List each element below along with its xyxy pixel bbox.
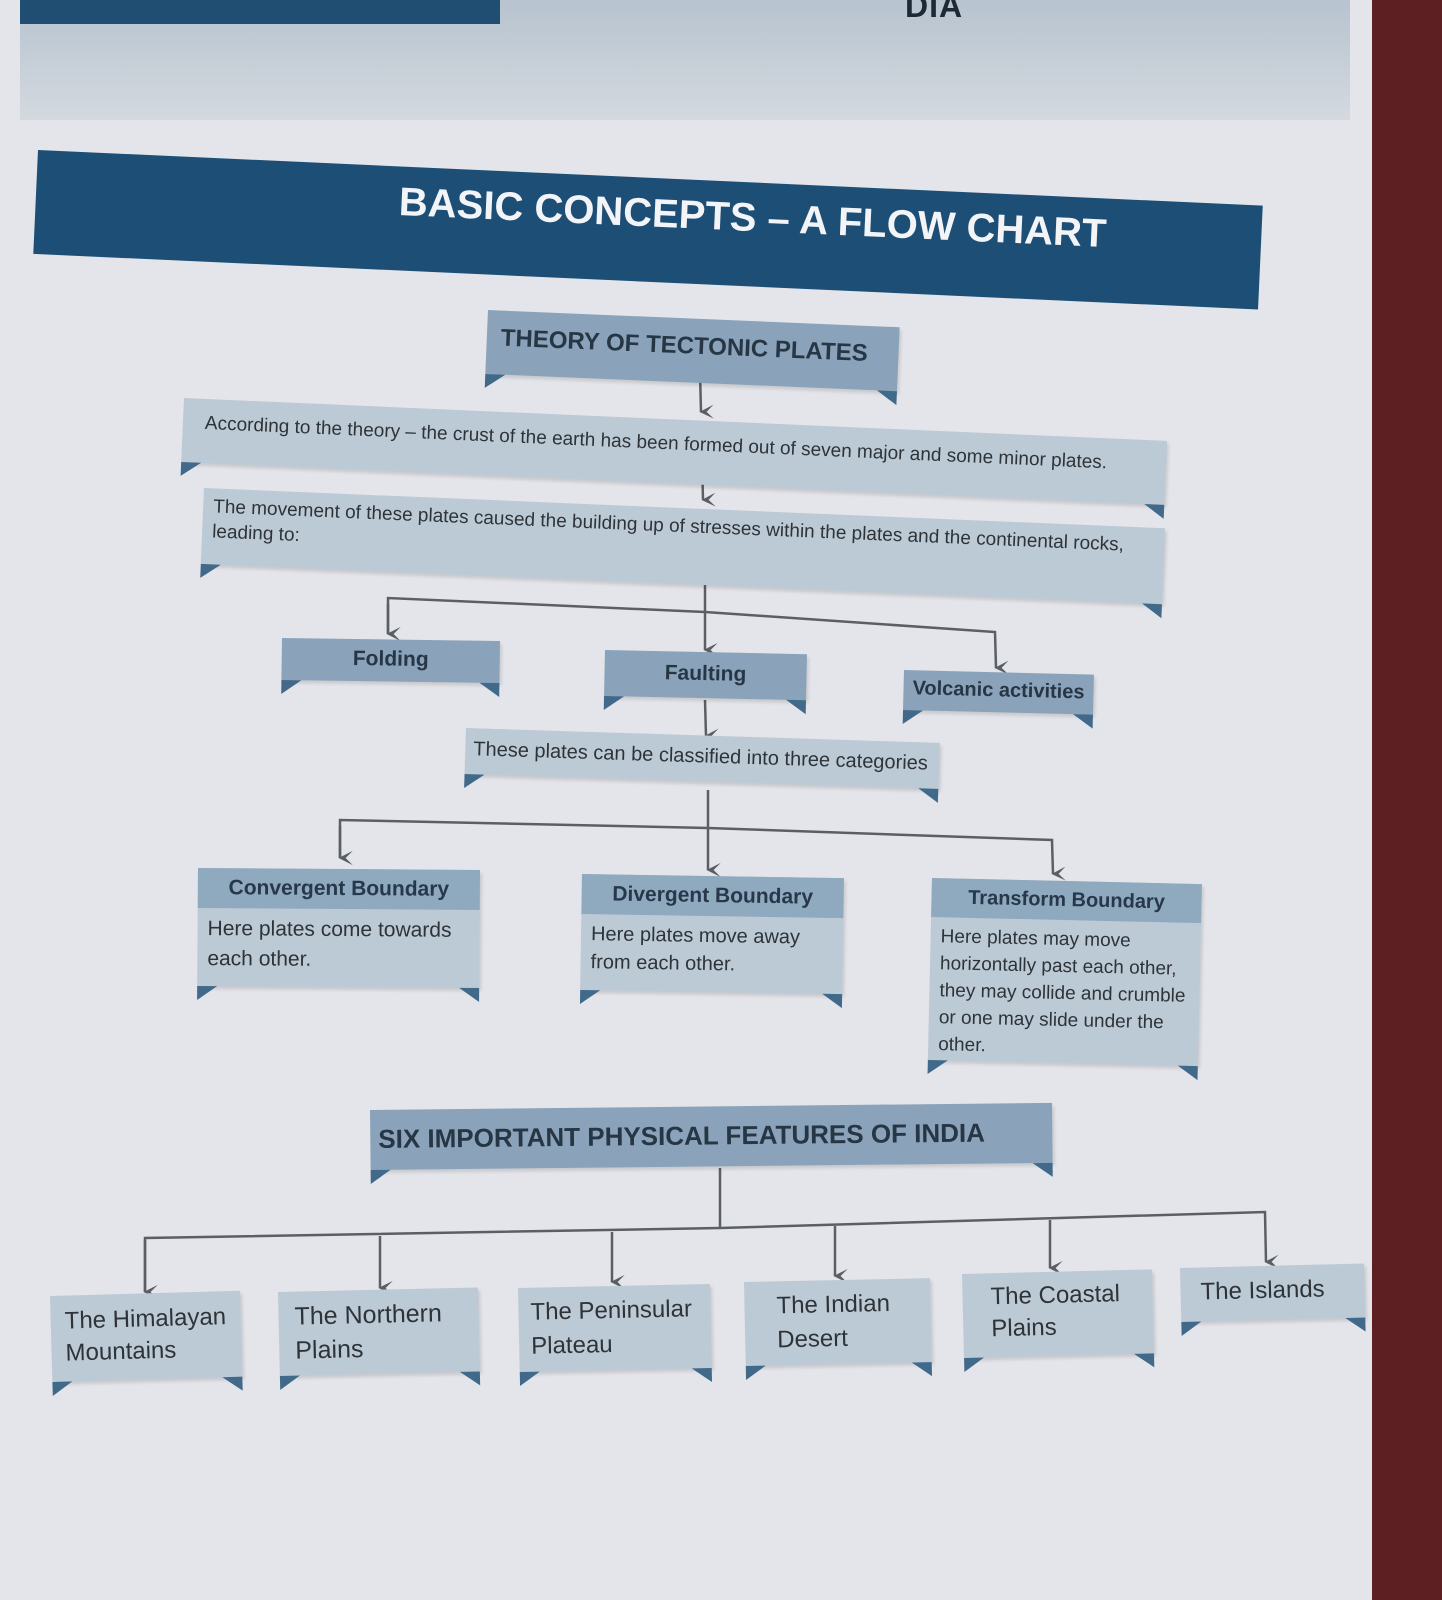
page-top-accent — [20, 0, 500, 24]
boundary-transform-title: Transform Boundary — [931, 878, 1202, 924]
boundary-divergent-desc: Here plates move away from each other. — [590, 923, 801, 976]
boundary-divergent-title: Divergent Boundary — [581, 874, 844, 919]
boundary-transform: Transform Boundary Here plates may move … — [927, 878, 1202, 1081]
feature-islands: The Islands — [1180, 1263, 1366, 1336]
feature-northern-label: The Northern Plains — [294, 1299, 443, 1365]
effect-folding: Folding — [281, 638, 500, 698]
feature-northern: The Northern Plains — [278, 1287, 481, 1390]
feature-himalayan-label: The Himalayan Mountains — [64, 1303, 227, 1367]
feature-peninsular: The Peninsular Plateau — [518, 1283, 713, 1386]
textbook-page: DIA BASIC CONCEPTS – A FLOW CHART — [0, 0, 1372, 1600]
features-root-box: SIX IMPORTANT PHYSICAL FEATURES OF INDIA — [370, 1102, 1053, 1184]
boundary-convergent-title: Convergent Boundary — [197, 868, 480, 910]
boundary-transform-desc: Here plates may move horizontally past e… — [937, 926, 1186, 1057]
branch-boundaries — [338, 818, 1066, 881]
theory-root-label: THEORY OF TECTONIC PLATES — [500, 324, 869, 367]
header-fragment: DIA — [905, 0, 964, 24]
features-root-label: SIX IMPORTANT PHYSICAL FEATURES OF INDIA — [378, 1117, 986, 1154]
effect-faulting-label: Faulting — [664, 661, 747, 686]
feature-peninsular-label: The Peninsular Plateau — [530, 1295, 693, 1360]
feature-coastal-label: The Coastal Plains — [990, 1280, 1121, 1343]
effect-volcanic: Volcanic activities — [902, 670, 1094, 729]
feature-himalayan: The Himalayan Mountains — [50, 1290, 243, 1396]
classified-text: These plates can be classified into thre… — [472, 738, 929, 775]
feature-coastal: The Coastal Plains — [962, 1269, 1155, 1372]
effect-faulting: Faulting — [603, 650, 807, 715]
feature-desert: The Indian Desert — [744, 1278, 933, 1380]
arrow-faulting-to-classified — [703, 699, 719, 743]
boundary-divergent: Divergent Boundary Here plates move away… — [579, 874, 844, 1009]
boundary-convergent-desc: Here plates come towards each other. — [207, 917, 452, 971]
effect-folding-label: Folding — [352, 646, 429, 672]
boundary-convergent: Convergent Boundary Here plates come tow… — [197, 868, 480, 1002]
feature-islands-label: The Islands — [1200, 1275, 1325, 1306]
effect-volcanic-label: Volcanic activities — [912, 677, 1085, 704]
feature-desert-label: The Indian Desert — [776, 1289, 891, 1354]
